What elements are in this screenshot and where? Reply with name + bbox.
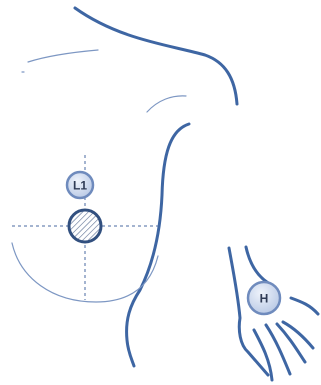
torso-outline <box>127 124 189 366</box>
armpit-crease <box>147 96 186 112</box>
shoulder-outline <box>75 8 237 104</box>
hand-label: H <box>260 292 269 306</box>
lesion-marker[interactable] <box>69 210 101 242</box>
collarbone-outline <box>28 50 98 62</box>
hand-outline <box>229 247 318 380</box>
hand-label-marker[interactable]: H <box>248 282 280 314</box>
lesion-label: L1 <box>73 179 87 193</box>
lesion-label-marker[interactable]: L1 <box>67 172 93 198</box>
